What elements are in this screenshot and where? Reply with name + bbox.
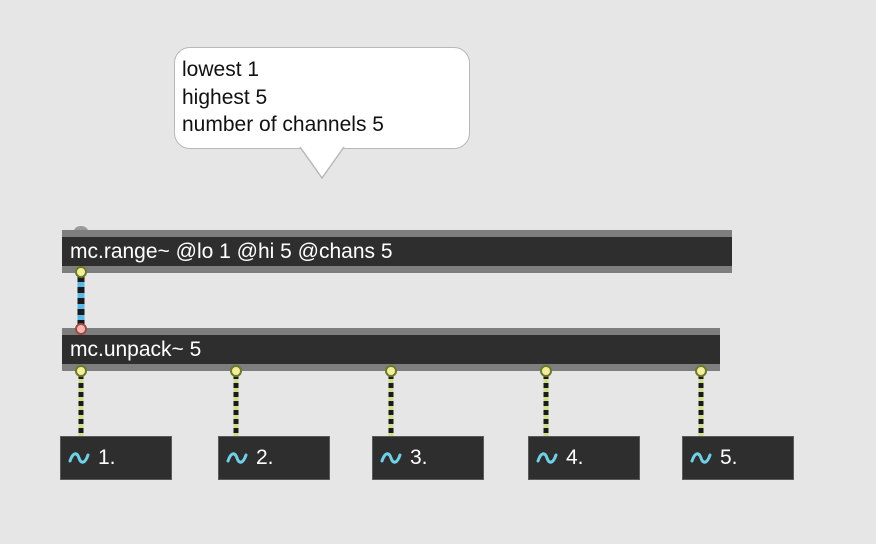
comment-bubble[interactable] (174, 47, 470, 149)
signal-wave-icon (380, 452, 402, 464)
signal-display-label: 1. (98, 446, 116, 469)
comment-text: lowest 1 highest 5 number of channels 5 (182, 56, 384, 139)
comment-line: lowest 1 (182, 58, 260, 81)
mc-range-outlet[interactable] (75, 266, 87, 278)
mc-unpack-outlet-1[interactable] (75, 365, 87, 377)
signal-display-4[interactable]: 4. (528, 436, 640, 480)
signal-wave-icon (536, 452, 558, 464)
comment-line: highest 5 (182, 85, 268, 109)
signal-display-label: 5. (720, 446, 738, 469)
signal-wave-icon (690, 452, 712, 464)
mc-unpack-outlet-4[interactable] (540, 365, 552, 377)
mc-unpack-inlet[interactable] (75, 323, 87, 335)
mc-range-object[interactable]: mc.range~ @lo 1 @hi 5 @chans 5 (62, 230, 732, 273)
signal-wave-icon (68, 452, 90, 464)
signal-display-label: 3. (410, 446, 428, 469)
comment-line: number of channels 5 (182, 113, 384, 136)
mc-unpack-outlet-5[interactable] (695, 365, 707, 377)
mc-range-object-text: mc.range~ @lo 1 @hi 5 @chans 5 (70, 240, 393, 263)
signal-display-label: 2. (256, 446, 274, 469)
signal-display-label: 4. (566, 446, 584, 469)
signal-display-5[interactable]: 5. (682, 436, 794, 480)
signal-wave-icon (226, 452, 248, 464)
signal-display-1[interactable]: 1. (60, 436, 172, 480)
signal-display-3[interactable]: 3. (372, 436, 484, 480)
signal-display-2[interactable]: 2. (218, 436, 330, 480)
comment-bubble-tail (299, 146, 345, 180)
mc-unpack-outlet-3[interactable] (385, 365, 397, 377)
mc-unpack-outlet-2[interactable] (230, 365, 242, 377)
mc-unpack-object-text: mc.unpack~ 5 (70, 338, 202, 361)
